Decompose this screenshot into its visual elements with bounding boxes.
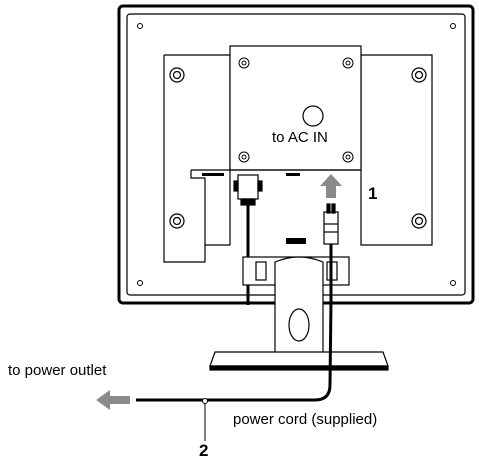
- label-ac-in: to AC IN: [272, 129, 328, 146]
- bay-slots: [202, 173, 306, 244]
- panel-screws: [169, 67, 427, 229]
- right-side-panel: [360, 54, 433, 246]
- stand-base: [209, 351, 389, 371]
- to-outlet-arrow: [96, 390, 130, 410]
- label-power-outlet: to power outlet: [8, 362, 107, 379]
- ac-in-hole: [302, 105, 324, 127]
- callout-step-1: 1: [368, 184, 378, 203]
- stand-neck: [242, 256, 350, 357]
- power-cord: [136, 244, 333, 402]
- left-side-panel: [163, 54, 231, 263]
- bezel-screws: [137, 23, 456, 286]
- mounting-plate: [229, 45, 362, 171]
- connector-bay: [190, 169, 361, 245]
- callout-step-2: 2: [199, 441, 209, 460]
- plug-in-arrow: [320, 174, 342, 198]
- video-cable-connector: [233, 174, 263, 206]
- label-power-cord: power cord (supplied): [233, 411, 378, 428]
- power-plug: [323, 203, 339, 245]
- callout-2-dot: [202, 398, 208, 404]
- mounting-plate-screws: [238, 57, 354, 163]
